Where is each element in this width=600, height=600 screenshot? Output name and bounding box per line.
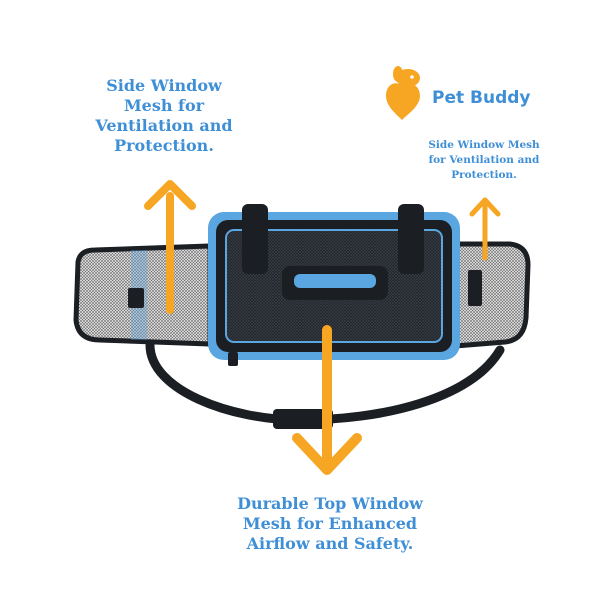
- callout-line: Protection.: [451, 169, 517, 182]
- callout-line: Mesh for: [123, 96, 205, 115]
- left-side-mesh-callout: Side Window Mesh for Ventilation and Pro…: [86, 76, 242, 156]
- callout-line: Side Window: [106, 76, 222, 95]
- callout-line: Side Window Mesh: [428, 139, 540, 151]
- brand-logo: Pet Buddy: [378, 66, 548, 126]
- right-side-mesh-callout: Side Window Mesh for Ventilation and Pro…: [424, 138, 544, 184]
- bag-body: [208, 204, 460, 366]
- dog-heart-logo-icon: [386, 66, 420, 120]
- top-mesh-callout: Durable Top Window Mesh for Enhanced Air…: [210, 494, 450, 554]
- left-side-mesh-flap: [73, 243, 213, 347]
- shoulder-strap: [145, 340, 505, 429]
- callout-line: for Ventilation and: [428, 154, 540, 167]
- up-arrow-left: [144, 180, 196, 314]
- right-side-mesh-flap: [452, 241, 531, 349]
- callout-line: Durable Top Window: [237, 494, 423, 513]
- callout-line: Ventilation and: [95, 116, 233, 135]
- down-arrow-center: [292, 325, 362, 475]
- callout-line: Mesh for Enhanced: [242, 514, 418, 533]
- brand-name: Pet Buddy: [432, 88, 531, 108]
- up-arrow-right: [469, 197, 501, 261]
- callout-line: Airflow and Safety.: [246, 534, 414, 553]
- callout-line: Protection.: [114, 136, 214, 155]
